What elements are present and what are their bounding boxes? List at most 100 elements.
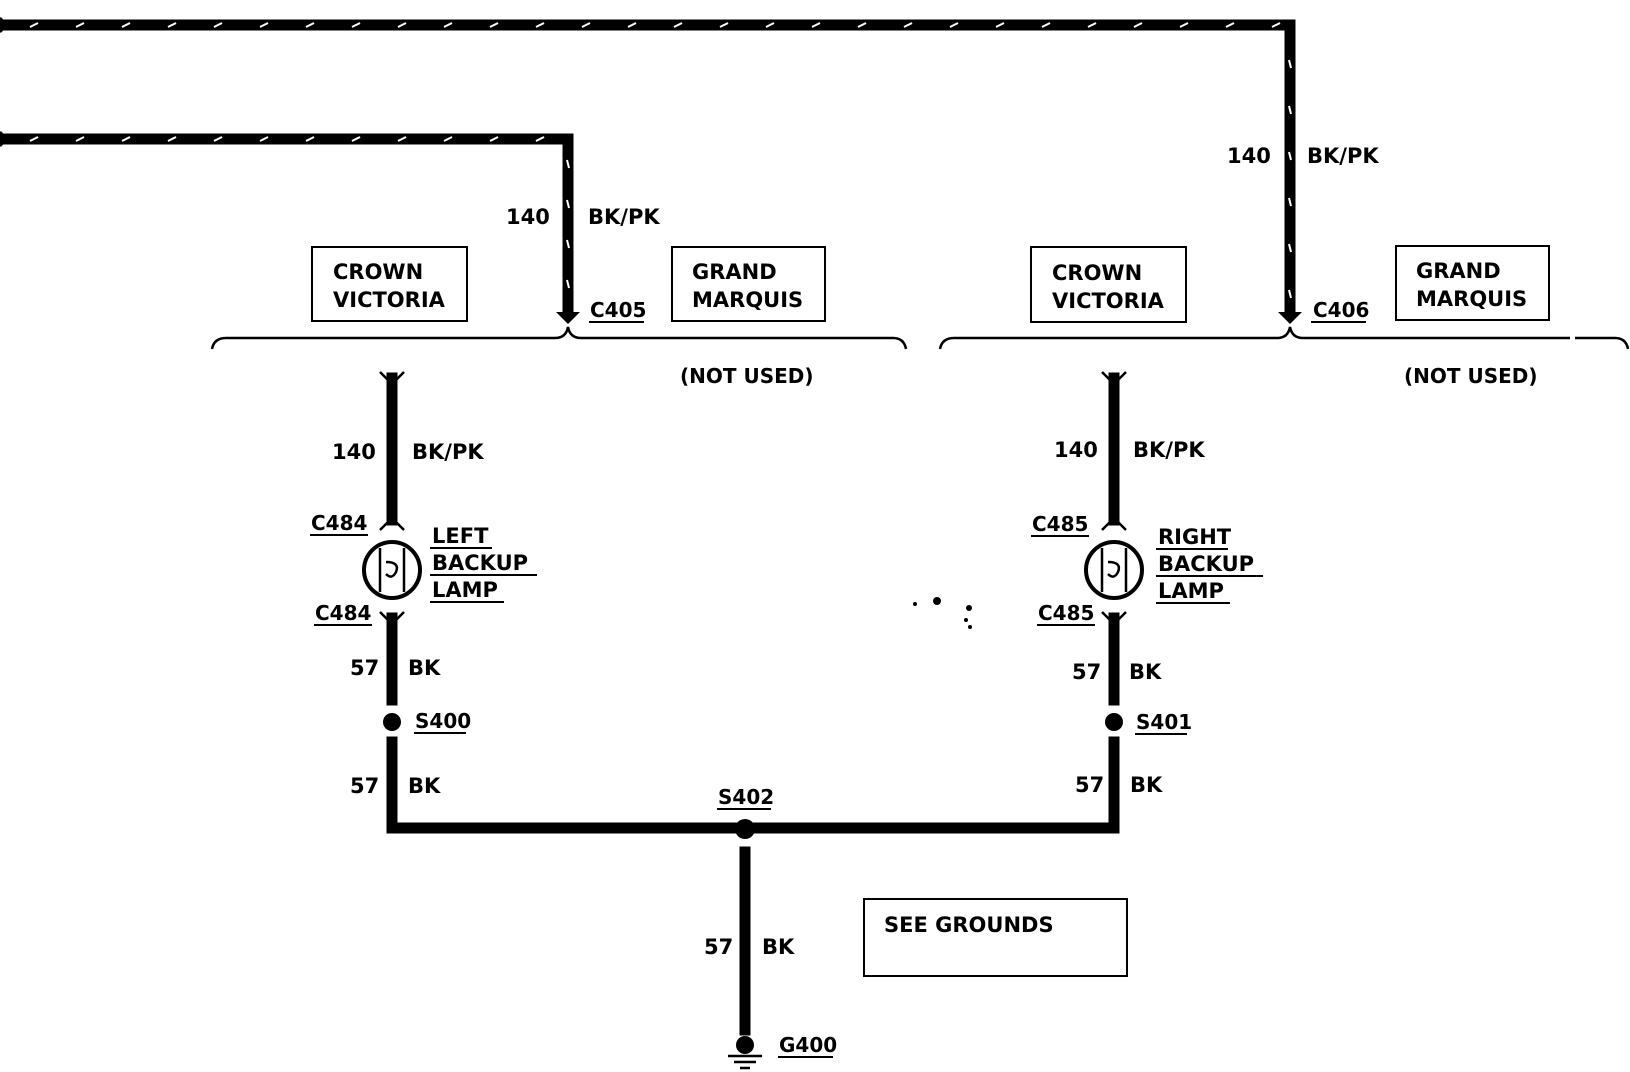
right-lamp-line3: LAMP <box>1158 579 1224 603</box>
ground-wire-circuit: 57 <box>704 935 733 959</box>
wire-stripe-mark <box>29 22 39 28</box>
wire-stripe-mark <box>857 22 867 28</box>
wire-stripe-mark <box>903 22 913 28</box>
ground-wire-color: BK <box>762 935 795 959</box>
wire-stripe-mark <box>1288 105 1292 115</box>
wire-stripe-mark <box>75 136 85 142</box>
wire-stripe-mark <box>1225 22 1235 28</box>
left-ground-lower-circuit: 57 <box>350 774 379 798</box>
wire-stripe-mark <box>397 136 407 142</box>
lower-feed-wire <box>0 131 574 318</box>
wire-stripe-mark <box>489 22 499 28</box>
right-ground-upper-circuit: 57 <box>1072 660 1101 684</box>
wire-stripe-mark <box>1133 22 1143 28</box>
wire-stripe-mark <box>259 22 269 28</box>
ground-point-g400: G400 <box>779 1033 837 1057</box>
connector-c484-top: C484 <box>311 511 367 535</box>
wire-stripe-mark <box>1041 22 1051 28</box>
wire-stripe-mark <box>29 136 39 142</box>
wire-stripe-mark <box>167 22 177 28</box>
wire-stripe-mark <box>1288 151 1292 161</box>
wire-stripe-mark <box>443 136 453 142</box>
right-lamp-wire-circuit: 140 <box>1054 438 1098 462</box>
crown-victoria-right-line1: CROWN <box>1052 261 1142 285</box>
wire-stripe-mark <box>811 22 821 28</box>
ground-symbol-icon <box>728 1036 762 1070</box>
c405-brace <box>210 326 908 350</box>
left-branch: 140 BK/PK CROWN VICTORIA GRAND MARQUIS C… <box>210 205 908 834</box>
wire-stripe-mark <box>566 239 570 249</box>
wire-stripe-mark <box>489 136 499 142</box>
wire-stripe-mark <box>627 22 637 28</box>
grand-marquis-left-line2: MARQUIS <box>692 288 803 312</box>
wire-stripe-mark <box>305 22 315 28</box>
wire-stripe-mark <box>305 136 315 142</box>
see-grounds-label: SEE GROUNDS <box>884 913 1054 937</box>
left-ground-upper-color: BK <box>408 656 441 680</box>
wire-stripe-mark <box>1179 22 1189 28</box>
wire-stripe-mark <box>1087 22 1097 28</box>
right-branch: 140 BK/PK CROWN VICTORIA GRAND MARQUIS C… <box>739 144 1630 834</box>
right-lamp-line1: RIGHT <box>1158 525 1232 549</box>
left-ground-upper-circuit: 57 <box>350 656 379 680</box>
c406-brace <box>938 326 1630 350</box>
right-lamp-wire-color: BK/PK <box>1133 438 1205 462</box>
wire-stripe-mark <box>213 136 223 142</box>
wire-stripe-mark <box>259 136 269 142</box>
splice-s401: S401 <box>1136 710 1192 734</box>
wire-stripe-mark <box>581 22 591 28</box>
wire-stripe-mark <box>1271 22 1281 28</box>
left-ground-lower-color: BK <box>408 774 441 798</box>
left-backup-lamp-icon <box>362 540 422 600</box>
crown-victoria-right-line2: VICTORIA <box>1052 289 1165 313</box>
wire-stripe-mark <box>535 22 545 28</box>
ground-section: S402 57 BK G400 SEE GROUNDS <box>704 785 1128 1070</box>
wire-stripe-mark <box>1288 197 1292 207</box>
connector-c485-top: C485 <box>1032 512 1088 536</box>
scan-speck-marks <box>913 597 972 629</box>
connector-c485-bottom: C485 <box>1038 601 1094 625</box>
left-lamp-wire-circuit: 140 <box>332 440 376 464</box>
wire-stripe-mark <box>566 159 570 169</box>
wire-stripe-mark <box>75 22 85 28</box>
wire-stripe-mark <box>765 22 775 28</box>
see-grounds-box[interactable] <box>863 898 1128 977</box>
left-lamp-line1: LEFT <box>432 524 489 548</box>
grand-marquis-box-left <box>671 246 826 322</box>
crown-victoria-box-left <box>311 246 468 322</box>
wire-stripe-mark <box>719 22 729 28</box>
not-used-left: (NOT USED) <box>680 364 814 388</box>
c406-wire-circuit: 140 <box>1227 144 1271 168</box>
grand-marquis-right-line1: GRAND <box>1416 259 1501 283</box>
not-used-right: (NOT USED) <box>1404 364 1538 388</box>
wire-stripe-mark <box>351 22 361 28</box>
left-lamp-wire-color: BK/PK <box>412 440 484 464</box>
wire-stripe-mark <box>566 199 570 209</box>
wire-stripe-mark <box>1288 243 1292 253</box>
grand-marquis-box-right <box>1395 245 1550 321</box>
c406-arrow-icon <box>1278 312 1302 324</box>
wire-stripe-mark <box>995 22 1005 28</box>
grand-marquis-right-line2: MARQUIS <box>1416 287 1527 311</box>
left-lamp-line3: LAMP <box>432 578 498 602</box>
grand-marquis-left-line1: GRAND <box>692 260 777 284</box>
splice-s402-dot <box>735 819 755 839</box>
connector-c405: C405 <box>590 298 646 322</box>
wire-stripe-mark <box>121 22 131 28</box>
wire-stripe-mark <box>167 136 177 142</box>
crown-victoria-box-right <box>1030 246 1187 323</box>
wire-stripe-mark <box>213 22 223 28</box>
crown-victoria-left-line2: VICTORIA <box>333 288 446 312</box>
right-backup-lamp-icon <box>1084 540 1144 600</box>
wire-stripe-mark <box>566 279 570 289</box>
connector-c406: C406 <box>1313 298 1369 322</box>
splice-s400: S400 <box>415 709 471 733</box>
splice-s401-dot <box>1105 713 1123 731</box>
wire-stripe-mark <box>1288 289 1292 299</box>
c405-wire-color: BK/PK <box>588 205 660 229</box>
wire-stripe-mark <box>673 22 683 28</box>
crown-victoria-left-line1: CROWN <box>333 260 423 284</box>
left-lamp-line2: BACKUP <box>432 551 528 575</box>
wire-stripe-mark <box>351 136 361 142</box>
